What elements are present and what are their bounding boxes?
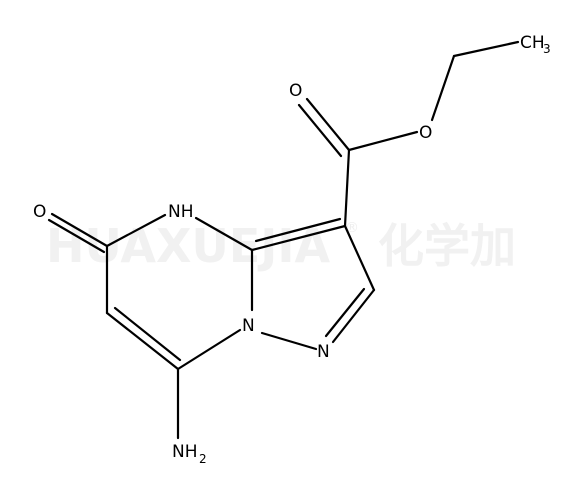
bond-co-left-1 — [50, 212, 109, 248]
bond-nh-c3a — [194, 216, 254, 252]
bond-c3a-c3 — [250, 224, 347, 252]
bond-c2-n-inner — [324, 287, 366, 338]
bond-c6-c7 — [105, 311, 180, 371]
atom-pyrazole-nitrogen: N — [317, 342, 330, 362]
atom-bridge-nitrogen: N — [242, 316, 255, 336]
atom-ester-oxygen-single: O — [419, 123, 432, 143]
bond-c2-n — [331, 288, 376, 344]
bond-ester-o — [347, 130, 419, 152]
bond-c3a-c3-inner — [254, 217, 342, 243]
bond-ch2-ch3 — [452, 40, 520, 58]
bonds — [47, 40, 520, 440]
watermark-cjk: 化学加 — [378, 219, 516, 273]
bond-co-left-2 — [47, 218, 106, 254]
bond-o-ch2 — [430, 54, 456, 122]
atom-carbonyl-oxygen: O — [33, 202, 46, 222]
bond-n-n — [260, 331, 318, 351]
bond-c3-c2 — [343, 224, 376, 292]
watermark-latin: HUAXUEJIA — [46, 219, 331, 273]
atom-amino: NH — [172, 442, 198, 462]
bond-c6-c7-inner — [113, 306, 182, 362]
bond-ester-co-2 — [297, 103, 343, 158]
bond-ester-co-1 — [305, 97, 351, 152]
bond-c3-ester — [343, 148, 351, 228]
atom-nh: NH — [168, 202, 194, 222]
watermark: HUAXUEJIA ® 化学加 — [46, 219, 516, 273]
atom-methyl-subscript: 3 — [543, 42, 551, 56]
atom-amino-subscript: 2 — [199, 452, 207, 466]
bond-c7-n — [176, 328, 242, 371]
atom-labels: O NH O O N N NH 2 CH 3 — [33, 33, 551, 466]
bond-c-nh — [105, 213, 167, 248]
atom-ester-oxygen-double: O — [289, 81, 302, 101]
atom-methyl: CH — [520, 33, 545, 53]
